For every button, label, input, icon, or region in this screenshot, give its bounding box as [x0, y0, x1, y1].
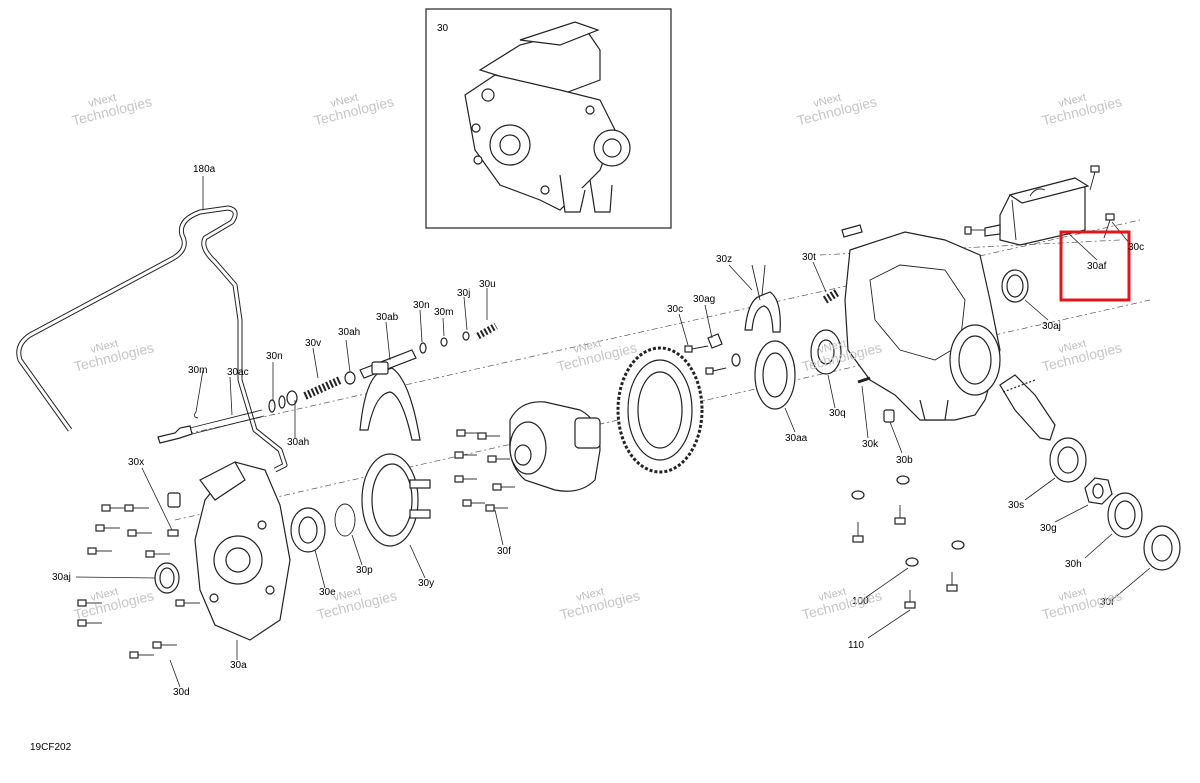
callout-110: 110	[848, 640, 864, 651]
watermark: vNext Technologies	[72, 338, 155, 375]
callout-30u: 30u	[479, 279, 496, 290]
callout-30ah-1: 30ah	[287, 437, 309, 448]
callout-labels: 180a 30x 30aj 30d 30a 30m 30ac 30n 30ah …	[52, 164, 1144, 698]
bearing-30s	[1049, 437, 1087, 483]
differential-housing	[509, 401, 601, 492]
bearing-30e	[290, 507, 326, 553]
callout-30m: 30m	[188, 365, 207, 376]
callout-30b: 30b	[896, 455, 913, 466]
callout-30ab: 30ab	[376, 312, 399, 323]
washers-and-studs	[851, 475, 965, 609]
callout-180a: 180a	[193, 164, 216, 175]
callout-30p: 30p	[356, 565, 373, 576]
callout-30aj-right: 30aj	[1042, 321, 1061, 332]
callout-30c-left: 30c	[667, 304, 683, 315]
callout-30m-2: 30m	[434, 307, 453, 318]
watermark: vNext Technologies	[1040, 586, 1123, 623]
shift-fork-left	[359, 361, 421, 441]
callout-30k: 30k	[862, 439, 879, 450]
watermark: vNext Technologies	[558, 586, 641, 623]
callout-100: 100	[852, 596, 869, 607]
drum-30y	[361, 453, 431, 547]
bolt-set-30d	[77, 492, 200, 659]
callout-30ac: 30ac	[227, 367, 249, 378]
watermark: vNext Technologies	[315, 586, 398, 623]
watermark: vNext Technologies	[70, 92, 153, 129]
watermark: vNext Technologies	[555, 338, 638, 375]
plate-30h	[1107, 492, 1143, 538]
plug-30b	[883, 409, 895, 423]
bolt-30ag	[705, 333, 741, 375]
callout-30af: 30af	[1087, 261, 1107, 272]
seal-30aj-right	[1001, 269, 1029, 303]
screws-30c-right	[964, 165, 1115, 239]
callout-30ah-2: 30ah	[338, 327, 360, 338]
callout-30z: 30z	[716, 254, 732, 265]
ring-gear	[616, 346, 704, 474]
o-ring-30p	[334, 503, 356, 537]
watermark: vNext Technologies	[800, 586, 883, 623]
actuator-30af	[984, 177, 1090, 246]
seal-30aj-left	[154, 562, 180, 594]
nut-30g	[1084, 477, 1113, 505]
main-housing	[841, 224, 1001, 421]
callout-30e: 30e	[319, 587, 336, 598]
callout-30t: 30t	[802, 252, 816, 263]
callout-30d: 30d	[173, 687, 190, 698]
callout-30g: 30g	[1040, 523, 1057, 534]
leader-lines	[75, 176, 1151, 688]
watermark: vNext Technologies	[795, 92, 878, 129]
callout-30aj-left: 30aj	[52, 572, 71, 583]
callout-30i: 30i	[1100, 597, 1113, 608]
watermark: vNext Technologies	[1040, 338, 1123, 375]
callout-30n-1: 30n	[266, 351, 283, 362]
callout-30v: 30v	[305, 338, 321, 349]
watermark: vNext Technologies	[1040, 92, 1123, 129]
spring-30t	[822, 288, 841, 304]
callout-30ag: 30ag	[693, 294, 715, 305]
bearing-30q	[810, 329, 842, 375]
callout-30a: 30a	[230, 660, 247, 671]
dowel-30k	[857, 376, 871, 384]
shift-fork-30z	[744, 264, 781, 333]
seal-30i	[1143, 525, 1181, 571]
callout-30aa: 30aa	[785, 433, 808, 444]
left-cover-30a	[194, 461, 291, 641]
callout-30s: 30s	[1008, 500, 1024, 511]
callout-30y: 30y	[418, 578, 434, 589]
bolt-set-30f	[454, 429, 515, 512]
gearbox-assembled-illustration	[464, 21, 631, 213]
pinion-shaft	[999, 374, 1056, 441]
figure-code: 19CF202	[30, 742, 72, 753]
callout-30j: 30j	[457, 288, 470, 299]
callout-30x: 30x	[128, 457, 144, 468]
callout-30h: 30h	[1065, 559, 1082, 570]
callout-30n-2: 30n	[413, 300, 430, 311]
retainer-plate-30aa	[754, 340, 796, 410]
watermark: vNext Technologies	[312, 92, 395, 129]
inset-label: 30	[437, 23, 449, 34]
callout-30f: 30f	[497, 546, 511, 557]
inset-assembly-view: 30	[425, 8, 672, 229]
shift-shaft-30ac	[157, 409, 265, 444]
highlight-box-30af	[1059, 230, 1131, 302]
callout-30q: 30q	[829, 408, 846, 419]
bolt-30c-left	[684, 345, 709, 353]
breather-tube	[16, 205, 288, 473]
callout-30c-right: 30c	[1128, 242, 1144, 253]
